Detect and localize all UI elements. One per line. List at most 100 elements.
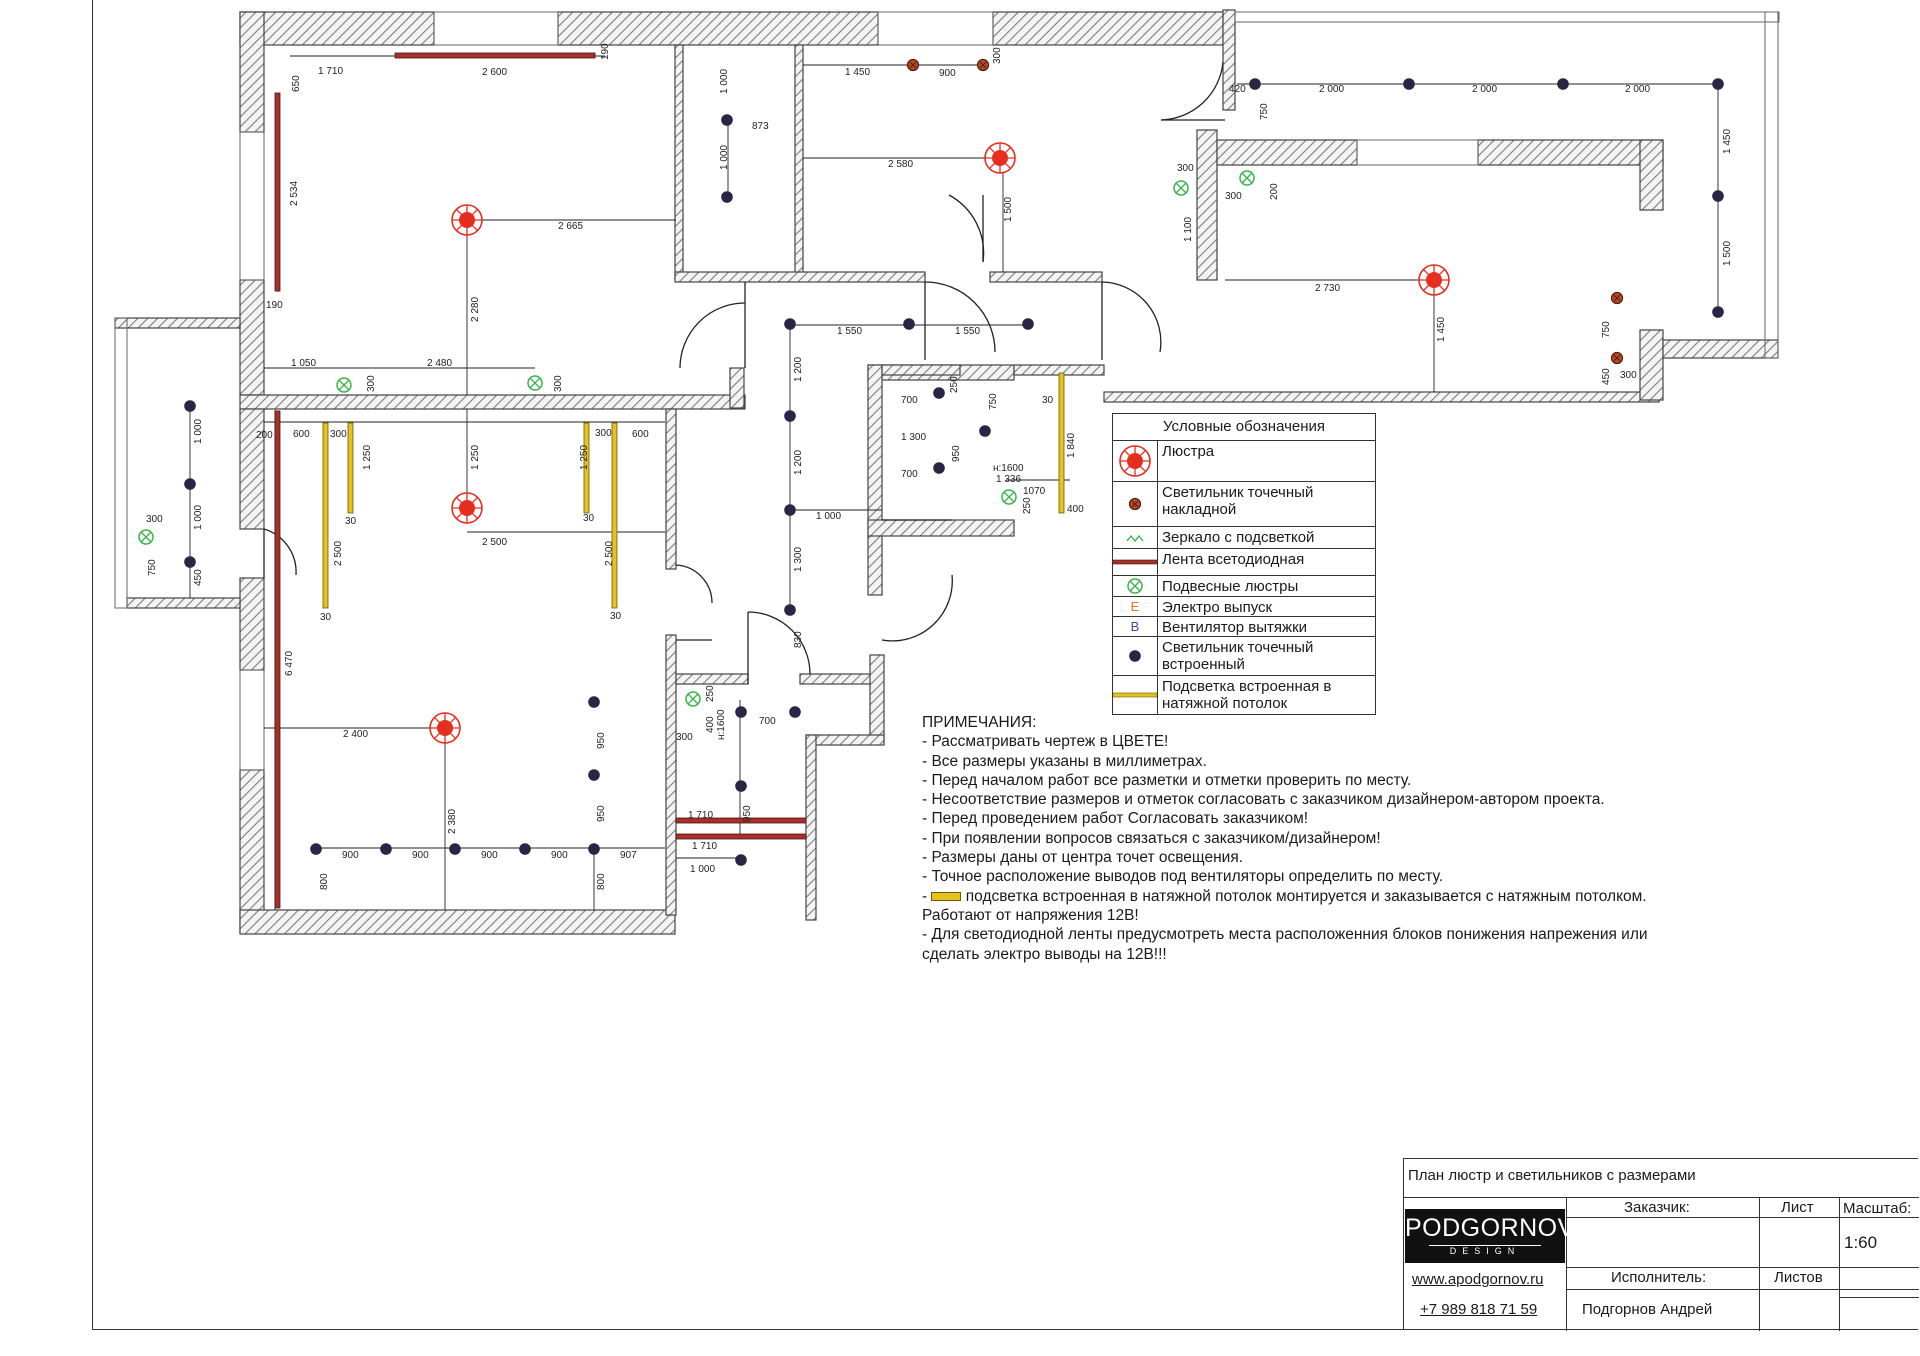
dim-label: 300 bbox=[146, 514, 163, 525]
chandelier-icon bbox=[451, 204, 483, 236]
recessed-spot-icon bbox=[784, 504, 796, 516]
recessed-spot-icon bbox=[519, 843, 531, 855]
recessed-spot-icon bbox=[721, 191, 733, 203]
dim-label: 2 000 bbox=[1625, 84, 1650, 95]
dim-label: 950 bbox=[951, 445, 962, 462]
note-line: - Перед началом работ все разметки и отм… bbox=[922, 771, 1412, 789]
dim-label: 1 000 bbox=[719, 145, 730, 170]
chandelier-icon bbox=[984, 142, 1016, 174]
dim-label: 750 bbox=[147, 559, 158, 576]
dim-label: 2 600 bbox=[482, 67, 507, 78]
dim-label: 200 bbox=[256, 430, 273, 441]
note-line: - Все размеры указаны в миллиметрах. bbox=[922, 752, 1207, 770]
dim-label: 750 bbox=[1259, 103, 1270, 120]
legend-row-pendant: Подвесные люстры bbox=[1113, 576, 1375, 597]
sheet-title: План люстр и светильников с размерами bbox=[1408, 1167, 1696, 1184]
recessed-spot-icon bbox=[449, 843, 461, 855]
website-link[interactable]: www.apodgornov.ru bbox=[1412, 1271, 1544, 1288]
recessed-spot-icon bbox=[789, 706, 801, 718]
divider bbox=[1566, 1267, 1919, 1268]
dim-label: 30 bbox=[345, 516, 357, 527]
surface-spot-icon bbox=[906, 58, 920, 72]
mirror-icon bbox=[1113, 527, 1158, 548]
legend-row-outlet: E Электро выпуск bbox=[1113, 597, 1375, 617]
recessed-spot-icon bbox=[1712, 306, 1724, 318]
dim-label: 2 000 bbox=[1319, 84, 1344, 95]
executor-label: Исполнитель: bbox=[1611, 1269, 1707, 1286]
recessed-spot-icon bbox=[1712, 78, 1724, 90]
recessed-spot-icon bbox=[735, 854, 747, 866]
divider bbox=[1839, 1297, 1919, 1298]
note-line: - Рассматривать чертеж в ЦВЕТЕ! bbox=[922, 733, 1169, 751]
phone-link[interactable]: +7 989 818 71 59 bbox=[1420, 1301, 1538, 1318]
dim-label: 1 000 bbox=[193, 505, 204, 530]
divider bbox=[1566, 1197, 1567, 1331]
dim-label: 700 bbox=[901, 469, 918, 480]
recessed-spot-icon bbox=[979, 425, 991, 437]
chandelier-icon bbox=[429, 712, 461, 744]
legend-label: Зеркало с подсветкой bbox=[1162, 529, 1315, 546]
dim-label: 2 580 bbox=[888, 159, 913, 170]
legend-label: Подвесные люстры bbox=[1162, 578, 1299, 595]
dim-label: 30 bbox=[320, 612, 332, 623]
recessed-spot-icon bbox=[1712, 190, 1724, 202]
recessed-spot-icon bbox=[184, 400, 196, 412]
divider bbox=[1759, 1197, 1760, 1331]
note-line-strip: - подсветка встроенная в натяжной потоло… bbox=[922, 887, 1662, 926]
logo-sub: DESIGN bbox=[1429, 1245, 1541, 1256]
dim-label: 1070 bbox=[1023, 486, 1046, 497]
dim-label: 830 bbox=[793, 631, 804, 648]
dim-label: 1 550 bbox=[837, 326, 862, 337]
dim-label: 950 bbox=[742, 805, 753, 822]
legend-label: Светильник точечный встроенный bbox=[1162, 639, 1314, 673]
dim-label: 1 250 bbox=[579, 445, 590, 470]
recessed-spot-icon bbox=[735, 706, 747, 718]
dim-label: 300 bbox=[595, 428, 612, 439]
dim-label: 2 665 bbox=[558, 221, 583, 232]
recessed-spot-icon bbox=[1403, 78, 1415, 90]
dim-label: 650 bbox=[291, 75, 302, 92]
dim-label: 2 500 bbox=[604, 541, 615, 566]
dim-label: 700 bbox=[901, 395, 918, 406]
dim-label: 420 bbox=[1229, 84, 1246, 95]
chandelier-icon bbox=[1113, 441, 1158, 481]
recessed-spot-icon bbox=[933, 387, 945, 399]
legend-label: Электро выпуск bbox=[1162, 599, 1273, 616]
pendant-light-icon bbox=[1113, 576, 1158, 596]
recessed-spot-icon bbox=[784, 410, 796, 422]
legend-row-ceiling-light: Подсветка встроенная в натяжной потолок bbox=[1113, 676, 1375, 714]
note-line: - Перед проведением работ Согласовать за… bbox=[922, 810, 1309, 828]
dim-label: 300 bbox=[1620, 370, 1637, 381]
legend-row-surface-spot: Светильник точечный накладной bbox=[1113, 482, 1375, 527]
ceiling-light-strip-icon bbox=[1113, 676, 1158, 714]
dim-label: 2 400 bbox=[343, 729, 368, 740]
recessed-spot-icon bbox=[933, 462, 945, 474]
dim-label: 300 bbox=[330, 429, 347, 440]
dim-label: 30 bbox=[1042, 395, 1054, 406]
led-strip-icon bbox=[1113, 549, 1158, 575]
dim-label: н:1600 bbox=[993, 463, 1024, 474]
dim-label: 900 bbox=[939, 68, 956, 79]
dim-label: 1 250 bbox=[470, 445, 481, 470]
pendant-light-icon bbox=[527, 375, 543, 391]
dim-label: 950 bbox=[596, 732, 607, 749]
legend-row-recessed-spot: Светильник точечный встроенный bbox=[1113, 637, 1375, 676]
recessed-spot-icon bbox=[721, 114, 733, 126]
dim-label: 800 bbox=[596, 873, 607, 890]
pendant-light-icon bbox=[336, 377, 352, 393]
dim-label: 900 bbox=[551, 850, 568, 861]
dim-label: 1 200 bbox=[793, 357, 804, 382]
dim-label: 1 500 bbox=[1722, 241, 1733, 266]
dim-label: 30 bbox=[610, 611, 622, 622]
pendant-light-icon bbox=[1239, 170, 1255, 186]
sheets-label: Листов bbox=[1774, 1269, 1823, 1286]
dim-label: 2 534 bbox=[289, 181, 300, 206]
dim-label: 1 000 bbox=[719, 69, 730, 94]
dim-label: 450 bbox=[1601, 368, 1612, 385]
chandelier-icon bbox=[451, 492, 483, 524]
pendant-light-icon bbox=[138, 529, 154, 545]
dim-label: 2 730 bbox=[1315, 283, 1340, 294]
chandelier-icon bbox=[1418, 264, 1450, 296]
dim-label: 300 bbox=[1225, 191, 1242, 202]
divider bbox=[1404, 1197, 1919, 1198]
